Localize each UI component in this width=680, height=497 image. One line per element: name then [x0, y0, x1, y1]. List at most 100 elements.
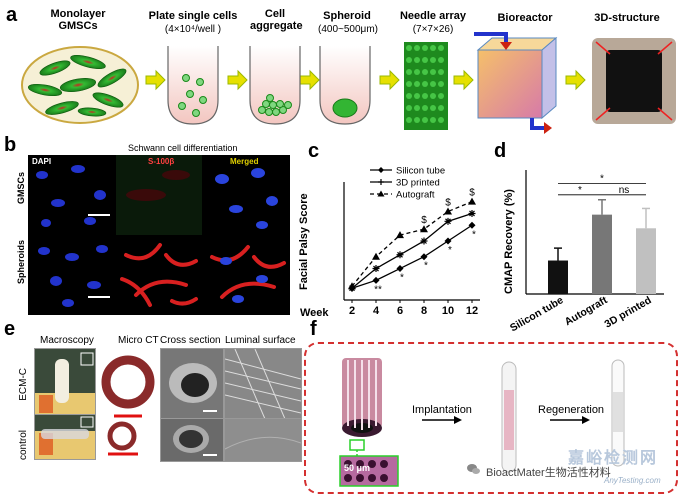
step-3d-title: 3D-structure	[594, 12, 660, 24]
panel-d-category-label: 3D printed	[603, 294, 654, 330]
step-spheroid-title: Spheroid	[323, 10, 371, 22]
step-spheroid-sub: (400~500μm)	[318, 24, 378, 35]
s100-gmscs-image	[116, 155, 202, 235]
macroscopy-control-image	[34, 414, 96, 460]
panel-c-point	[420, 253, 428, 261]
cross-section-ecmc-image	[160, 348, 224, 420]
panel-c-legend-marker	[378, 179, 384, 185]
panel-d-ylabel: CMAP Recovery (%)	[503, 189, 515, 294]
panel-c-x-tick-label: 10	[442, 305, 454, 317]
wechat-icon	[466, 462, 480, 474]
panel-c-legend-label: Autograft	[396, 190, 435, 201]
macroscopy-ecmc-image	[34, 348, 96, 416]
watermark-account: BioactMater生物活性材料	[486, 467, 611, 479]
step-needle-title: Needle array	[399, 10, 467, 22]
panel-c-annotation: $	[469, 188, 475, 199]
panel-c-ylabel-wrap: Facial Palsy Score	[296, 186, 318, 290]
panel-d-category-label: Silicon tube	[508, 294, 566, 334]
panel-c-annotation: *	[424, 261, 428, 272]
panel-f-frame	[304, 342, 678, 494]
dapi-spheroids-image	[28, 235, 116, 315]
panel-c-annotation: **	[374, 284, 382, 295]
luminal-control-image	[224, 418, 302, 462]
panel-b-label: b	[4, 134, 17, 156]
panel-c-point	[468, 197, 476, 205]
panel-f-step-regeneration: Regeneration	[538, 404, 605, 416]
watermark-cn: 嘉峪检测网	[568, 450, 659, 467]
panel-b-row-gmscs: GMSCs	[16, 172, 26, 205]
panel-e-header-macroscopy: Macroscopy	[40, 335, 94, 346]
panel-b-title: Schwann cell differentiation	[128, 143, 238, 153]
col-dapi-label: DAPI	[32, 157, 52, 166]
panel-c-point	[444, 207, 452, 215]
panel-c-x-tick-label: 12	[466, 305, 478, 317]
step-needle-sub: (7×7×26)	[412, 24, 454, 35]
panel-c-point	[420, 237, 428, 245]
panel-d-bar	[548, 260, 568, 294]
panel-d-ylabel-wrap: CMAP Recovery (%)	[500, 170, 520, 294]
panel-c-series-line	[351, 224, 473, 289]
panel-c-series-line	[351, 201, 473, 287]
panel-c-ylabel: Facial Palsy Score	[298, 193, 310, 290]
panel-c-point	[420, 225, 428, 233]
step-monolayer-title: Monolayer GMSCs	[50, 8, 106, 32]
panel-c-point	[396, 231, 404, 239]
panel-c-x-tick-label: 4	[373, 305, 380, 317]
panel-a-label: a	[6, 4, 18, 26]
step-plate-sub: (4×10⁴/well )	[164, 24, 222, 35]
panel-c-annotation: *	[472, 229, 476, 240]
panel-f-step-implantation: Implantation	[412, 404, 472, 416]
panel-d-category-label: Autograft	[563, 294, 610, 328]
panel-c-point	[348, 282, 356, 290]
panel-c-point	[396, 251, 404, 259]
panel-e-label: e	[4, 318, 16, 340]
panel-c-point	[372, 252, 380, 260]
panel-c-point	[468, 209, 476, 217]
panel-c-point	[396, 265, 404, 273]
panel-c-point	[372, 276, 380, 284]
panel-c-annotation: $	[421, 215, 427, 226]
panel-c-annotation: *	[448, 245, 452, 256]
panel-e-header-microct: Micro CT	[118, 335, 159, 346]
panel-c-x-tick-label: 2	[349, 305, 355, 317]
step-plate-title: Plate single cells	[148, 10, 238, 22]
panel-c-point	[468, 221, 476, 229]
merged-spheroids-image	[202, 235, 290, 315]
panel-c-legend-marker	[377, 190, 385, 197]
watermark-site: AnyTesting.com	[604, 476, 661, 485]
panel-d-bar	[636, 228, 656, 294]
dapi-gmscs-image	[28, 155, 116, 235]
panel-c-point	[444, 237, 452, 245]
panel-c-point	[444, 217, 452, 225]
panel-f-label: f	[310, 318, 317, 340]
panel-c-legend-label: 3D printed	[396, 178, 440, 189]
col-merged-label: Merged	[230, 157, 259, 166]
panel-c-annotation: $	[445, 198, 451, 209]
panel-f-scale: 50 μm	[344, 463, 371, 473]
panel-e-row-ecmc: ECM-C	[18, 368, 29, 401]
panel-c-xlabel: Week	[300, 307, 329, 319]
panel-e-header-luminal: Luminal surface	[225, 335, 296, 346]
panel-d-bar	[592, 214, 612, 294]
s100-spheroids-image	[116, 235, 202, 315]
panel-c-legend-marker	[378, 167, 384, 173]
step-aggregate-title: Cell aggregate	[250, 8, 303, 32]
panel-e-header-cross-section: Cross section	[160, 335, 221, 346]
panel-c-x-tick-label: 8	[421, 305, 427, 317]
luminal-ecmc-image	[224, 348, 302, 420]
panel-a-schematic	[21, 32, 676, 134]
panel-c-label: c	[308, 140, 320, 162]
step-bioreactor-title: Bioreactor	[497, 12, 553, 24]
panel-b-row-spheroids: Spheroids	[16, 240, 26, 285]
panel-e-row-control: control	[18, 430, 29, 461]
panel-d-sig-outer-label: *	[600, 174, 604, 185]
panel-d-label: d	[494, 140, 507, 162]
panel-c-point	[372, 265, 380, 273]
microct-images	[98, 350, 158, 456]
cross-section-control-image	[160, 418, 224, 462]
merged-gmscs-image	[202, 155, 290, 235]
panel-f-schematic	[339, 358, 625, 487]
panel-c-legend-label: Silicon tube	[396, 166, 445, 177]
